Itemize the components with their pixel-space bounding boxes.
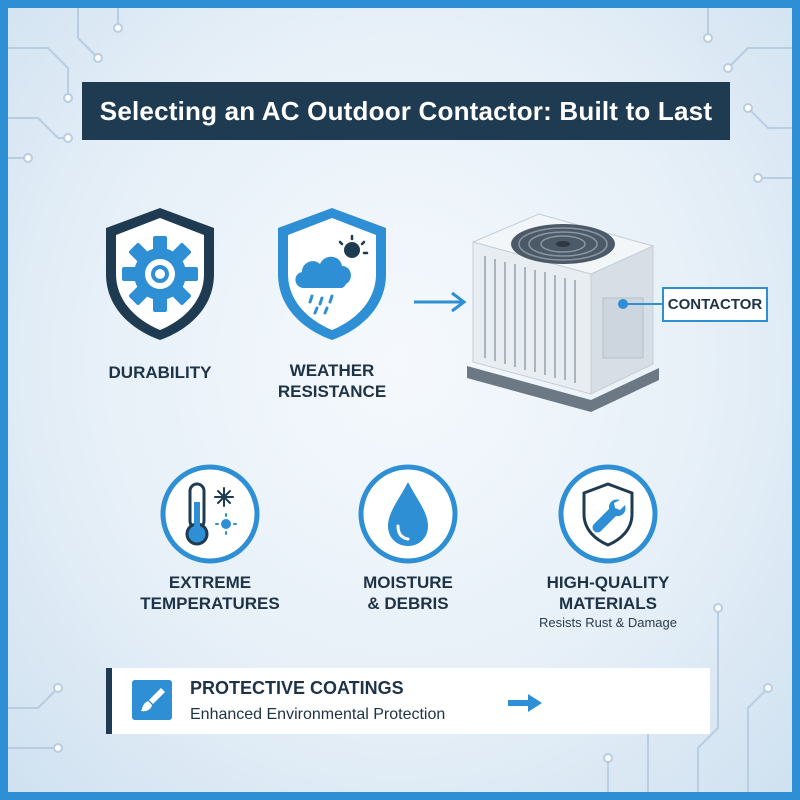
gear-icon bbox=[122, 236, 198, 312]
paintbrush-icon bbox=[132, 680, 172, 720]
durability-shield-icon bbox=[106, 208, 214, 340]
cloud-rain-sun-icon bbox=[295, 234, 369, 315]
arrow-right-icon bbox=[508, 694, 542, 712]
ac-outdoor-unit-illustration bbox=[467, 213, 663, 412]
shield-wrench-icon bbox=[582, 482, 634, 547]
protective-coatings-subtitle: Enhanced Environmental Protection bbox=[190, 706, 446, 723]
page-title: Selecting an AC Outdoor Contactor: Built… bbox=[82, 82, 730, 140]
extreme-temperatures-label: EXTREME TEMPERATURES bbox=[140, 573, 280, 613]
durability-label: DURABILITY bbox=[108, 363, 212, 382]
arrow-right-icon bbox=[414, 291, 467, 313]
extreme-temperatures-icon bbox=[160, 464, 260, 564]
protective-coatings-title: PROTECTIVE COATINGS bbox=[190, 678, 404, 698]
moisture-debris-icon bbox=[358, 464, 458, 564]
weather-shield-icon bbox=[278, 208, 386, 340]
contactor-callout: CONTACTOR bbox=[662, 287, 768, 322]
moisture-debris-label: MOISTURE & DEBRIS bbox=[363, 573, 453, 613]
high-quality-materials-subtext: Resists Rust & Damage bbox=[539, 615, 677, 630]
protective-coatings-banner: PROTECTIVE COATINGS Enhanced Environment… bbox=[106, 668, 710, 734]
high-quality-materials-label: HIGH-QUALITY MATERIALS bbox=[546, 573, 670, 613]
circuit-lines-decoration bbox=[8, 8, 792, 792]
thermometer-snowflake-sun-icon bbox=[185, 482, 237, 546]
weather-resistance-label: WEATHER RESISTANCE bbox=[277, 361, 387, 401]
high-quality-materials-icon bbox=[558, 464, 658, 564]
